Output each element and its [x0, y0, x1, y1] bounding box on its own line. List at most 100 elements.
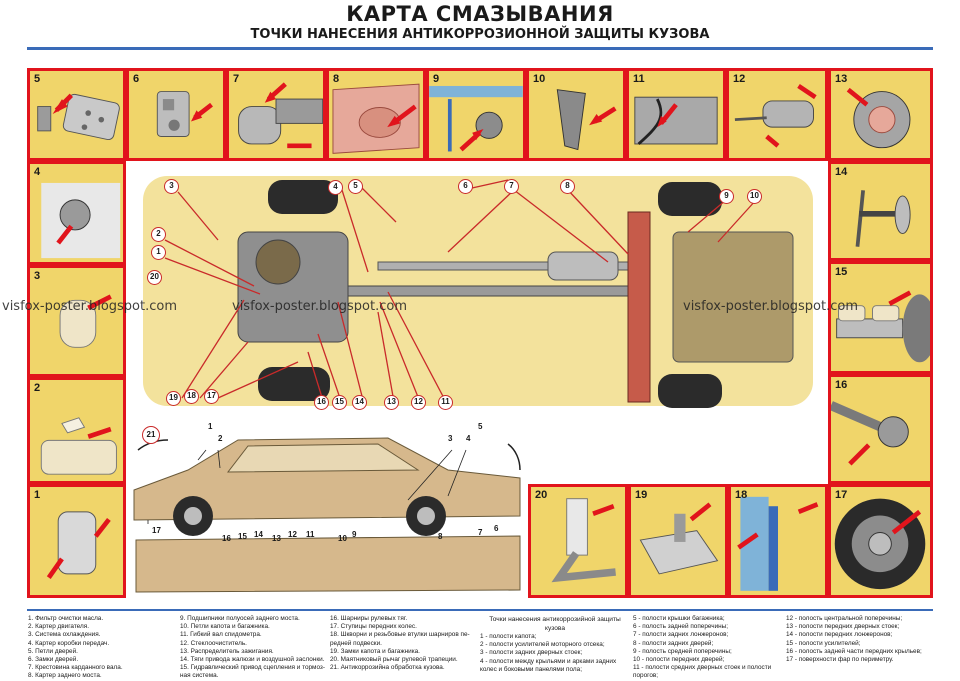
- kingpin-illustration: [737, 496, 819, 591]
- car-label-2: 2: [218, 434, 223, 443]
- panel-18-kingpins: 18: [728, 484, 828, 598]
- car-label-3: 3: [448, 434, 453, 443]
- car-label-14: 14: [254, 530, 263, 539]
- callout-18: 18: [184, 389, 199, 404]
- cardan-joint-illustration: [238, 82, 323, 149]
- car-label-10: 10: [338, 534, 347, 543]
- legend-item: 4. Картер коробки передач.: [28, 639, 110, 647]
- legend-item: 8. Картер заднего моста.: [28, 672, 102, 680]
- legend-column-2: 9. Подшипники полуосей заднего моста. 10…: [180, 615, 325, 681]
- callout-8: 8: [560, 179, 575, 194]
- panel-number: 2: [34, 382, 41, 394]
- axle-bearing-illustration: [429, 85, 523, 152]
- legend-item: редней подвески.: [330, 639, 382, 647]
- car-label-1: 1: [208, 422, 213, 431]
- tie-rod-illustration: [831, 401, 909, 466]
- legend-column-1: 1. Фильтр очистки масла. 2. Картер двига…: [28, 615, 123, 681]
- panel-number: 14: [835, 166, 848, 178]
- car-label-5: 5: [478, 422, 483, 431]
- legend-item: 2 - полости усилителей моторного отсека;: [480, 641, 605, 649]
- legend-item: 9. Подшипники полуосей заднего моста.: [180, 615, 300, 622]
- legend-column-4: Точки нанесения антикоррозийной защиты к…: [480, 615, 630, 674]
- wheel-hub-illustration: [834, 498, 926, 590]
- distributor-illustration: [846, 87, 911, 149]
- callout-3: 3: [164, 179, 179, 194]
- footer-divider: [27, 609, 933, 611]
- panel-20-pendulum-arm: 20: [528, 484, 628, 598]
- callout-13: 13: [384, 395, 399, 410]
- callout-6: 6: [458, 179, 473, 194]
- legend-item: 13. Распределитель зажигания.: [180, 647, 274, 655]
- panel-number: 9: [433, 73, 440, 85]
- panel-6-door-locks: 6: [126, 68, 226, 161]
- legend-item: 16 - полость задней части передних крыль…: [786, 647, 922, 655]
- legend-item: 13 - полости передних дверных стоек;: [786, 623, 900, 631]
- panel-number: 13: [835, 73, 848, 85]
- coolant-tank-illustration: [59, 294, 112, 348]
- panel-17-front-wheel-hubs: 17: [828, 484, 933, 598]
- legend-item: 15 - полости усилителей;: [786, 639, 861, 647]
- callout-2: 2: [151, 227, 166, 242]
- panel-2-engine-crankcase: 2: [27, 377, 126, 484]
- watermark-left: visfox-poster.blogspot.com: [2, 299, 177, 314]
- oil-filter-illustration: [46, 511, 111, 579]
- master-cylinder-illustration: [836, 290, 930, 363]
- legend-item: 10 - полости передних дверей;: [633, 656, 725, 664]
- legend-item: 6 - полость задней поперечины;: [633, 623, 729, 631]
- legend-item: 21. Антикоррозийна обработка кузова.: [330, 664, 445, 672]
- legend-heading: Точки нанесения антикоррозийной защиты к…: [489, 616, 621, 632]
- panel-number: 17: [835, 489, 848, 501]
- legend-item: 14. Тяги привода жалюзи и воздушной засл…: [180, 656, 325, 664]
- callout-14: 14: [352, 395, 367, 410]
- legend-column-3: 16. Шарниры рулевых тяг. 17. Ступицы пер…: [330, 615, 470, 672]
- legend-item: 11. Гибкий вал спидометра.: [180, 631, 262, 639]
- door-lock-illustration: [156, 91, 213, 137]
- callout-20: 20: [147, 270, 162, 285]
- legend-item: 17 - поверхности фар по периметру.: [786, 656, 894, 664]
- legend-item: 7 - полости задних лонжеронов;: [633, 631, 729, 639]
- page-title: КАРТА СМАЗЫВАНИЯ: [346, 2, 614, 26]
- car-label-7: 7: [478, 528, 483, 537]
- callout-19: 19: [166, 391, 181, 406]
- panel-13-distributor: 13: [828, 68, 933, 161]
- callout-1: 1: [151, 245, 166, 260]
- header-divider: [27, 47, 933, 50]
- panel-number: 3: [34, 270, 41, 282]
- panel-1-oil-filter: 1: [27, 484, 126, 598]
- legend-item: 9 - полость средней поперечины;: [633, 647, 732, 655]
- panel-5-door-hinges: 5: [27, 68, 126, 161]
- gearbox-illustration: [41, 182, 121, 259]
- panel-number: 1: [34, 489, 41, 501]
- legend-item: 17. Ступицы передних колес.: [330, 623, 417, 631]
- page-subtitle: ТОЧКИ НАНЕСЕНИЯ АНТИКОРРОЗИОННОЙ ЗАЩИТЫ …: [250, 27, 710, 42]
- car-label-15: 15: [238, 532, 247, 541]
- panel-11-speedometer-cable: 11: [626, 68, 726, 161]
- legend-item: ная система.: [180, 672, 219, 680]
- car-label-9: 9: [352, 530, 357, 539]
- legend-column-6: 12 - полость центральной поперечины; 13 …: [786, 615, 922, 664]
- panel-number: 7: [233, 73, 240, 85]
- legend-item: 1 - полости капота;: [480, 633, 537, 640]
- callout-7: 7: [504, 179, 519, 194]
- legend-item: порогов;: [633, 672, 659, 680]
- pendulum-arm-illustration: [551, 498, 616, 583]
- panel-number: 18: [735, 489, 748, 501]
- car-label-6: 6: [494, 524, 499, 533]
- chassis-illustration: [164, 179, 794, 408]
- panel-number: 5: [34, 73, 41, 85]
- legend-item: 12. Стеклоочиститель.: [180, 639, 247, 647]
- door-hinge-illustration: [37, 93, 120, 141]
- legend-item: 8 - полости задних дверей;: [633, 639, 714, 647]
- crankcase-illustration: [40, 417, 117, 475]
- panel-number: 16: [835, 379, 848, 391]
- speedometer-cable-illustration: [634, 96, 718, 146]
- hood-lock-illustration: [639, 502, 719, 575]
- legend-item: 16. Шарниры рулевых тяг.: [330, 615, 408, 622]
- legend-item: 5 - полости крышки багажника;: [633, 615, 725, 622]
- legend-item: 4 - полости между крыльями и арками задн…: [480, 657, 617, 665]
- panel-3-cooling-system: 3: [27, 265, 126, 377]
- legend-item: 5. Петли дверей.: [28, 647, 78, 655]
- panel-7-cardan-crosspiece: 7: [226, 68, 326, 161]
- panel-10-hood-trunk-hinges: 10: [526, 68, 626, 161]
- car-side-illustration: [133, 437, 521, 593]
